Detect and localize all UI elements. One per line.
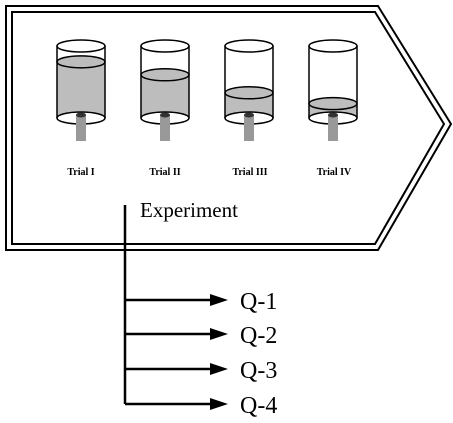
output-label-q2: Q-2 — [240, 323, 277, 349]
liquid-surface-trial-4 — [308, 96, 358, 111]
liquid-trial-1 — [57, 61, 105, 124]
spout-trial-4 — [328, 115, 338, 141]
experiment-frame-inner — [11, 11, 446, 245]
cylinder-trial-3 — [224, 39, 274, 141]
spout-trial-3 — [244, 115, 254, 141]
trial-label-3: Trial III — [232, 167, 267, 178]
trial-cylinders — [56, 39, 358, 141]
cylinder-trial-2 — [140, 39, 190, 141]
liquid-surface-trial-2 — [140, 68, 190, 82]
cylinder-top-trial-3 — [224, 39, 274, 53]
trial-labels: Trial I Trial II Trial III Trial IV — [67, 167, 352, 178]
trial-label-1: Trial I — [67, 167, 94, 178]
output-label-q3: Q-3 — [240, 358, 277, 384]
experiment-label: Experiment — [140, 198, 238, 222]
cylinder-top-trial-1 — [56, 39, 106, 53]
cylinder-top-trial-2 — [140, 39, 190, 53]
output-arrow-2 — [125, 328, 228, 340]
spout-trial-2 — [160, 115, 170, 141]
trial-label-2: Trial II — [149, 167, 180, 178]
experiment-frame-outer — [5, 5, 453, 251]
liquid-trial-2 — [141, 74, 189, 124]
cylinder-trial-1 — [56, 39, 106, 141]
output-label-q1: Q-1 — [240, 289, 277, 315]
output-arrow-3 — [125, 363, 228, 375]
cylinder-top-trial-4 — [308, 39, 358, 53]
cylinder-trial-4 — [308, 39, 358, 141]
output-label-q4: Q-4 — [240, 393, 277, 419]
output-arrow-4 — [125, 398, 228, 410]
liquid-surface-trial-3 — [224, 86, 274, 100]
trial-label-4: Trial IV — [317, 167, 352, 178]
spout-trial-1 — [76, 115, 86, 141]
output-arrow-1 — [125, 294, 228, 306]
liquid-surface-trial-1 — [56, 55, 106, 69]
